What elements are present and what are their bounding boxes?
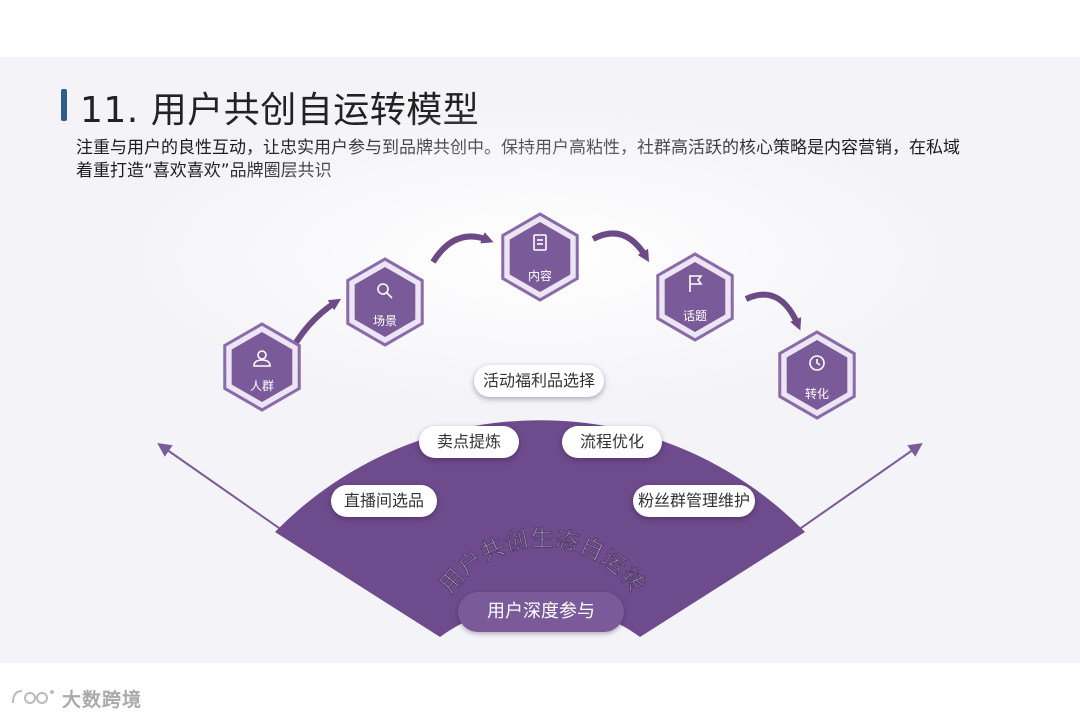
arrow-4 [744,291,802,331]
flag-icon [689,275,703,292]
pill-low-right: 粉丝群管理维护 [633,485,755,517]
arrow-3 [591,230,650,263]
title-accent-bar [61,89,67,121]
center-label: 用户深度参与 [458,592,624,632]
hexagon-4 [656,252,734,342]
hexagon-label-5: 转化 [804,387,830,401]
clock-icon [809,355,825,371]
hexagon-group [223,212,856,420]
footer-watermark: 大数跨境 [10,683,142,713]
slide: 11. 用户共创自运转模型 注重与用户的良性互动，让忠实用户参与到品牌共创中。保… [0,57,1080,663]
hexagon-label-3: 内容 [527,269,553,283]
footer-text: 大数跨境 [62,688,143,711]
logo-icon [12,690,54,704]
hexagon-label-2: 场景 [372,314,398,328]
search-icon [377,283,393,299]
hexagon-5 [778,330,856,420]
diagram-canvas: 用户共创生态自运转 [120,107,960,637]
pill-top: 活动福利品选择 [474,365,604,397]
hexagon-3 [501,212,579,302]
document-icon [533,234,547,251]
arrow-2 [430,232,494,264]
hexagon-label-1: 人群 [249,379,275,393]
pill-mid-right: 流程优化 [562,426,662,458]
person-icon [253,350,271,367]
hexagon-1 [223,322,301,412]
hexagon-2 [346,257,424,347]
hexagon-label-4: 话题 [682,309,708,323]
fan-shape [275,420,805,637]
pill-mid-left: 卖点提炼 [419,426,519,458]
pill-low-left: 直播间选品 [331,485,437,517]
